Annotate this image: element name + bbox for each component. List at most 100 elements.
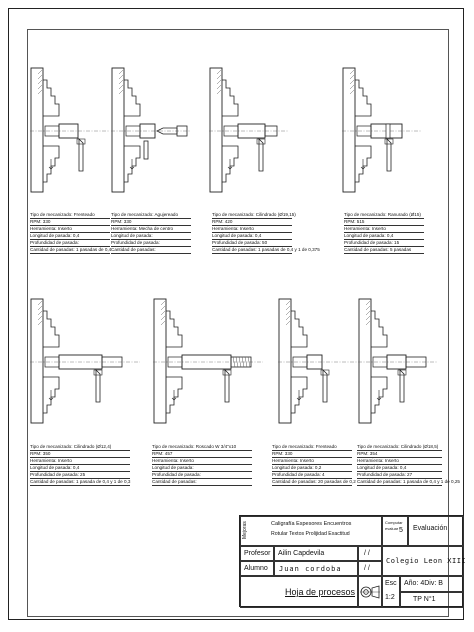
spec-herramienta: Herramienta: Inserto xyxy=(152,458,252,465)
alumno-label: Alumno xyxy=(244,565,268,572)
spec-longitud: Longitud de pasada: xyxy=(152,465,252,472)
spec-rpm: RPM: 330 xyxy=(272,451,352,458)
spec-cantidad: Cantidad de pasadas: 1 pasada de 0,4 y 1… xyxy=(357,479,460,486)
chuck-jaws xyxy=(291,310,308,414)
sheet-title-cell: Hoja de procesos xyxy=(240,576,358,608)
spec-tipo: Tipo de mecanizado: Cilindrado (Ø12,4) xyxy=(30,444,130,451)
feed-arrow-icon xyxy=(48,159,54,170)
spec-cantidad: Cantidad de pasadas: xyxy=(152,479,252,486)
spec-profundidad: Profundidad de pasada: 25 xyxy=(30,472,130,479)
chuck-jaws xyxy=(222,79,239,183)
tp-value: TP N°1 xyxy=(413,596,436,603)
chuck-body xyxy=(153,298,167,424)
operation-spec-3: Tipo de mecanizado: Cilindrado (Ø19,15)R… xyxy=(212,212,320,254)
school-cell: Colegio Leon XIII xyxy=(382,546,467,576)
feed-arrow-icon xyxy=(296,390,302,401)
anio-value: Año: 4Div: B xyxy=(404,580,443,587)
operation-figure-7 xyxy=(278,297,358,427)
alumno-date: / / xyxy=(364,565,370,572)
chuck-body xyxy=(358,298,372,424)
spec-profundidad: Profundidad de pasada: 15 xyxy=(344,240,424,247)
workpiece xyxy=(167,354,252,370)
chuck-jaws xyxy=(371,310,388,414)
school-name: Colegio Leon XIII xyxy=(386,557,467,565)
spec-profundidad: Profundidad de pasada: 27 xyxy=(357,472,442,479)
workpiece xyxy=(125,123,156,139)
spec-herramienta: Herramienta: Inserto xyxy=(30,458,130,465)
spec-longitud: Longitud de pasada: 0,4 xyxy=(344,233,424,240)
feed-arrow-icon xyxy=(171,390,177,401)
chuck-body xyxy=(278,298,292,424)
spec-profundidad: Profundidad de pasada: xyxy=(111,240,191,247)
chuck-body xyxy=(111,67,125,193)
spec-herramienta: Herramienta: Mecha de centro xyxy=(111,226,191,233)
projection-symbol-icon xyxy=(360,585,380,599)
spec-cantidad: Cantidad de pasadas: xyxy=(111,247,191,254)
spec-longitud: Longitud de pasada: xyxy=(111,233,191,240)
spec-tipo: Tipo de mecanizado: Roscado W 3/4"x10 xyxy=(152,444,252,451)
spec-rpm: RPM: 420 xyxy=(212,219,292,226)
spec-rpm: RPM: 457 xyxy=(152,451,252,458)
evaluacion-label: Evaluación xyxy=(413,525,448,532)
spec-herramienta: Herramienta: Inserto xyxy=(344,226,424,233)
chuck-body xyxy=(30,67,44,193)
spec-herramienta: Herramienta: Inserto xyxy=(272,458,352,465)
alumno-date-cell: / / xyxy=(358,561,382,576)
chuck-jaws xyxy=(355,79,372,183)
cutting-tool-icon xyxy=(397,369,407,403)
spec-rpm: RPM: 330 xyxy=(30,219,110,226)
spec-cantidad: Cantidad de pasadas: 1 pasadas de 0,4 xyxy=(30,247,112,254)
chuck-body xyxy=(30,298,44,424)
mejoras-cell: Mejoras Caligrafía Espesores Encuentros … xyxy=(240,516,382,546)
title-block: Mejoras Caligrafía Espesores Encuentros … xyxy=(239,515,467,608)
profesor-date-cell: / / xyxy=(358,546,382,561)
projection-symbol-cell xyxy=(358,576,382,608)
computar-label: Computar xyxy=(385,520,403,525)
spec-longitud: Longitud de pasada: 0,4 xyxy=(30,233,110,240)
profesor-label-cell: Profesor xyxy=(240,546,274,561)
drawing-frame xyxy=(27,29,449,617)
workpiece xyxy=(44,354,123,370)
esc-label: Esc xyxy=(385,580,397,587)
evaluacion-cell: Evaluación xyxy=(408,516,464,546)
feed-arrow-icon xyxy=(227,159,233,170)
workpiece xyxy=(356,123,403,139)
operation-figure-6 xyxy=(153,297,263,427)
spec-cantidad: Cantidad de pasadas: 1 pasadas de 0,4 y … xyxy=(212,247,320,254)
operation-figure-4 xyxy=(342,66,422,196)
spec-longitud: Longitud de pasada: 0,4 xyxy=(30,465,130,472)
workpiece xyxy=(44,123,79,139)
operation-spec-4: Tipo de mecanizado: Ranurado (Ø15)RPM: 5… xyxy=(344,212,424,254)
spec-rpm: RPM: 350 xyxy=(30,451,130,458)
esc-value: 1:2 xyxy=(385,594,395,601)
mejoras-row2: Rotular Textos Prolijidad Exactitud xyxy=(271,531,350,537)
chuck-jaws xyxy=(124,79,141,183)
spec-cantidad: Cantidad de pasadas: 1 pasada de 0,4 y 1… xyxy=(30,479,131,486)
computar-cell: Computar evaluar 5 xyxy=(382,516,408,546)
spec-rpm: RPM: 330 xyxy=(111,219,191,226)
chuck-body xyxy=(342,67,356,193)
anio-cell: Año: 4Div: B xyxy=(400,576,464,592)
cutting-tool-icon xyxy=(320,369,330,403)
chuck-jaws xyxy=(166,310,183,414)
cutting-tool-icon xyxy=(222,369,232,403)
feed-arrow-icon xyxy=(360,159,366,170)
operation-figure-2 xyxy=(111,66,191,196)
drawing-sheet xyxy=(8,8,464,620)
spec-cantidad: Cantidad de pasadas: 20 pasadas de 0,2 xyxy=(272,479,356,486)
mejoras-label: Mejoras xyxy=(242,521,248,539)
spec-rpm: RPM: 354 xyxy=(357,451,442,458)
spec-longitud: Longitud de pasada: 0,4 xyxy=(357,465,442,472)
spec-longitud: Longitud de pasada: 0,2 xyxy=(272,465,352,472)
computar-sub: evaluar xyxy=(385,526,399,531)
profesor-value: Ailin Capdevila xyxy=(278,550,325,557)
feed-arrow-icon xyxy=(129,159,135,170)
spec-rpm: RPM: 515 xyxy=(344,219,424,226)
chuck-body xyxy=(209,67,223,193)
operation-spec-5: Tipo de mecanizado: Cilindrado (Ø12,4)RP… xyxy=(30,444,130,486)
spec-tipo: Tipo de mecanizado: Cilindrado (Ø18,5) xyxy=(357,444,442,451)
cutting-tool-icon xyxy=(93,369,103,403)
